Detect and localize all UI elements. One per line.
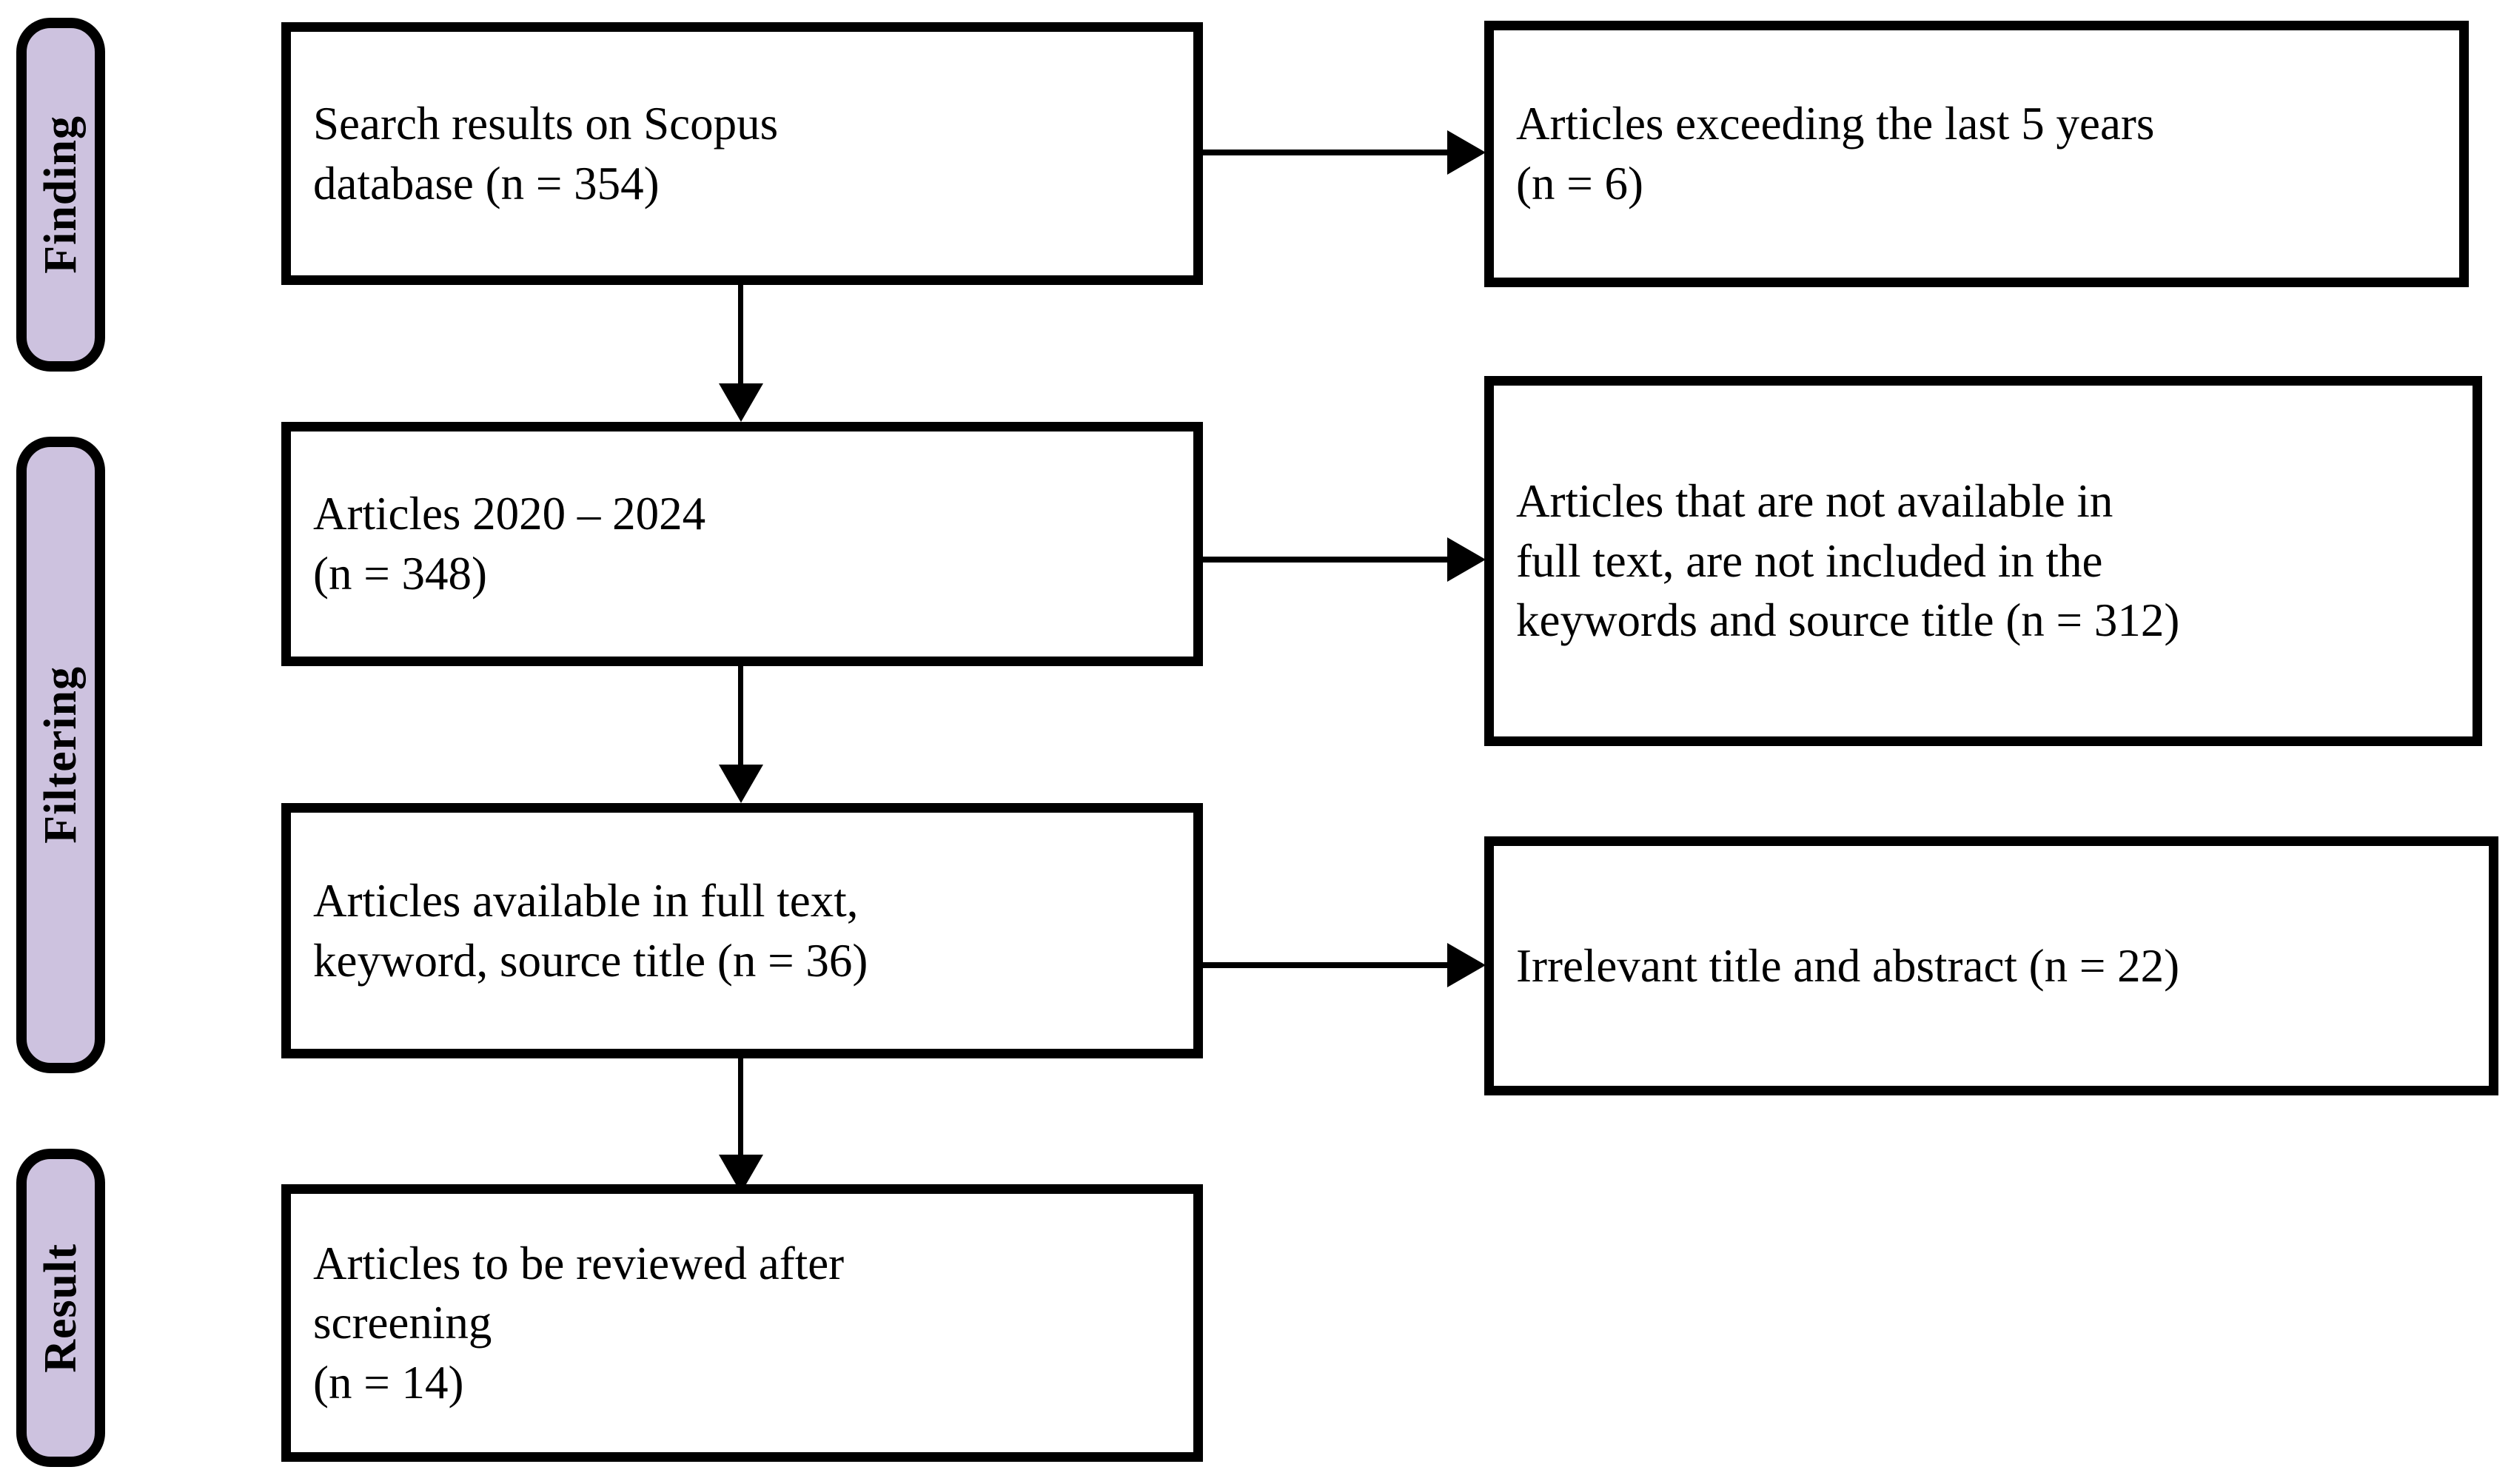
stage-pill-result: Result [16,1149,105,1467]
stage-pill-finding-label: Finding [36,115,86,274]
flow-box-search-results-text: Search results on Scopus database (n = 3… [313,97,779,209]
connector-fulltext-to-irrelevant-arrowhead [1447,943,1486,987]
flow-box-articles-reviewed: Articles to be reviewed after screening … [281,1184,1203,1462]
connector-years-to-fulltext-arrowhead [719,765,763,803]
flow-box-irrelevant-title-text: Irrelevant title and abstract (n = 22) [1516,939,2180,992]
flow-box-exceeding-years: Articles exceeding the last 5 years (n =… [1484,21,2469,287]
connector-search-to-years-arrowhead [719,383,763,422]
connector-search-to-exceeding-line [1201,150,1452,155]
flow-box-articles-fulltext: Articles available in full text, keyword… [281,803,1203,1058]
flow-box-exceeding-years-text: Articles exceeding the last 5 years (n =… [1516,98,2155,209]
flow-box-not-available-text: Articles that are not available in full … [1516,475,2180,647]
flow-box-articles-years-text: Articles 2020 – 2024 (n = 348) [313,488,706,600]
connector-fulltext-to-reviewed-line [738,1057,743,1164]
connector-years-to-fulltext-line [738,665,743,770]
connector-years-to-notavailable-arrowhead [1447,537,1486,582]
connector-search-to-years-line [738,283,743,389]
flow-box-search-results: Search results on Scopus database (n = 3… [281,22,1203,285]
stage-pill-filtering: Filtering [16,437,105,1073]
stage-pill-result-label: Result [36,1243,86,1373]
stage-pill-filtering-label: Filtering [36,666,86,844]
connector-years-to-notavailable-line [1201,557,1452,563]
connector-search-to-exceeding-arrowhead [1447,130,1486,175]
flow-box-not-available: Articles that are not available in full … [1484,376,2482,746]
flow-box-articles-years: Articles 2020 – 2024 (n = 348) [281,422,1203,666]
connector-fulltext-to-irrelevant-line [1201,962,1452,968]
stage-pill-finding: Finding [16,18,105,372]
flow-box-irrelevant-title: Irrelevant title and abstract (n = 22) [1484,836,2498,1095]
flow-box-articles-fulltext-text: Articles available in full text, keyword… [313,874,868,987]
flow-box-articles-reviewed-text: Articles to be reviewed after screening … [313,1237,845,1409]
connector-fulltext-to-reviewed-arrowhead [719,1155,763,1193]
